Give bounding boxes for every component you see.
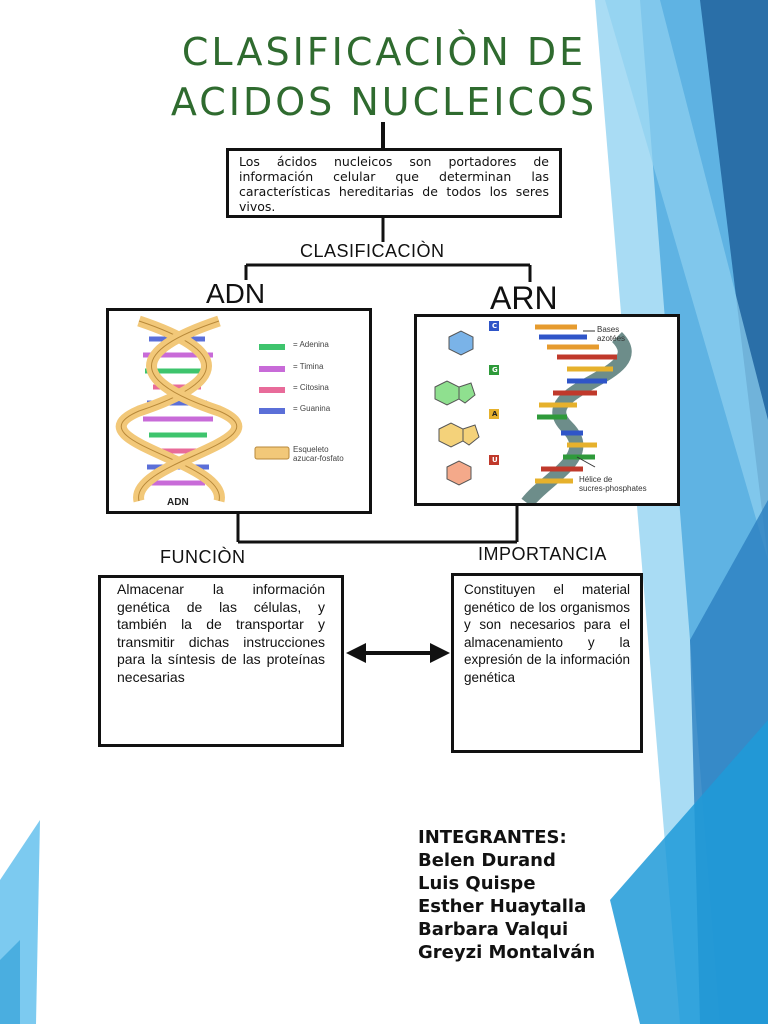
team-member: Belen Durand: [418, 850, 556, 871]
funcion-label: FUNCIÒN: [160, 547, 246, 567]
cytosine-molecule-icon: [448, 330, 474, 356]
uracil-molecule-icon: [446, 460, 472, 486]
legend-guanina: = Guanina: [293, 404, 331, 413]
adenine-molecule-icon: [438, 422, 480, 448]
adn-caption: ADN: [167, 497, 189, 508]
funcion-box: Almacenar la información genética de las…: [98, 575, 344, 747]
page-title-line-1: CLASIFICACIÒN DE: [181, 30, 587, 74]
rna-strand-icon: [434, 321, 632, 508]
intro-box: Los ácidos nucleicos son portadores de i…: [226, 148, 562, 218]
team-member: Barbara Valqui: [418, 919, 569, 940]
importancia-box: Constituyen el material genético de los …: [451, 573, 643, 753]
arn-bases-label-2: azotées: [597, 334, 626, 343]
legend-azucar-fosfato: azucar-fosfato: [293, 454, 344, 463]
adn-label: ADN: [206, 278, 266, 309]
arn-diagram: C G A U Bases azotées Hélice de sucres-p…: [414, 314, 680, 508]
adn-diagram: = Adenina = Timina = Citosina = Guanina …: [106, 308, 372, 514]
dna-helix-icon: [115, 315, 290, 503]
team-heading: INTEGRANTES:: [418, 827, 567, 848]
arn-letter-a: A: [492, 410, 498, 418]
arn-bases-label: Bases: [597, 325, 620, 334]
arn-helix-label: Hélice de: [579, 475, 613, 484]
team-member: Luis Quispe: [418, 873, 536, 894]
guanine-molecule-icon: [434, 380, 476, 406]
arn-label: ARN: [490, 280, 558, 316]
arn-letter-g: G: [492, 366, 498, 374]
team-section: INTEGRANTES: Belen Durand Luis Quispe Es…: [418, 826, 595, 964]
legend-citosina: = Citosina: [293, 383, 329, 392]
arn-letter-c: C: [492, 322, 498, 330]
classification-label: CLASIFICACIÒN: [300, 241, 445, 261]
arn-letter-u: U: [492, 456, 498, 464]
legend-esqueleto: Esqueleto: [293, 445, 329, 454]
team-member: Esther Huaytalla: [418, 896, 587, 917]
legend-timina: = Timina: [293, 362, 324, 371]
page-title-line-2: ACIDOS NUCLEICOS: [170, 80, 598, 124]
arn-helix-label-2: sucres-phosphates: [579, 484, 647, 493]
legend-adenina: = Adenina: [293, 340, 329, 349]
team-member: Greyzi Montalván: [418, 942, 596, 963]
importancia-label: IMPORTANCIA: [478, 544, 607, 564]
